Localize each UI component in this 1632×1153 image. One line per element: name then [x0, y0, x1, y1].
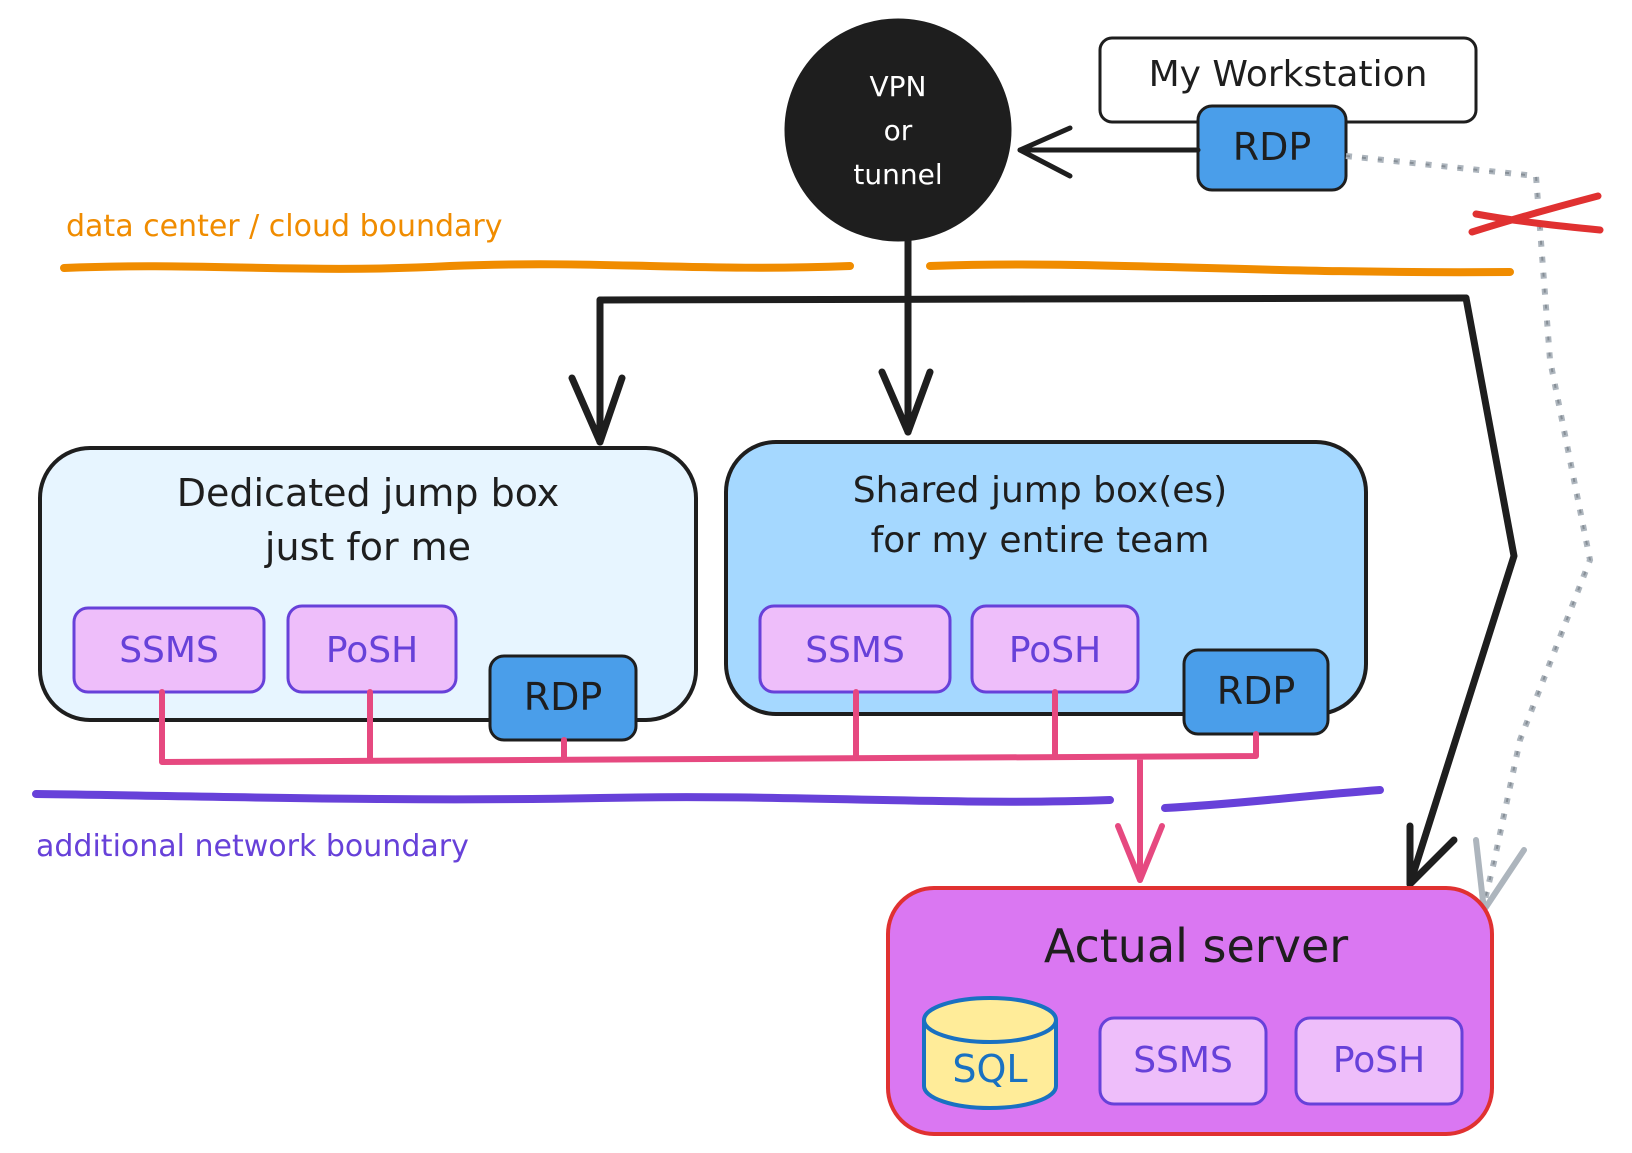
shared-rdp-label: RDP [1217, 669, 1296, 713]
tool-connection-arrowhead [1115, 823, 1165, 883]
vpn-to-dedicated-head [568, 374, 626, 446]
dedicated-title-line-1: Dedicated jump box [177, 471, 560, 515]
shared-title-line-1: Shared jump box(es) [853, 470, 1227, 511]
arrow-workstation-to-vpn-head [1017, 125, 1073, 179]
network-boundary-line [32, 786, 1384, 812]
blocked-path-arrowhead [1473, 837, 1527, 919]
vpn-to-server-line [1406, 294, 1518, 888]
server-posh-label: PoSH [1333, 1040, 1425, 1081]
server-ssms-box [1098, 1016, 1268, 1106]
dedicated-posh-label: PoSH [326, 630, 418, 671]
vpn-to-shared-head [878, 368, 934, 436]
shared-posh-label: PoSH [1009, 630, 1101, 671]
dedicated-rdp-label: RDP [524, 675, 603, 719]
shared-ssms-label: SSMS [805, 630, 905, 671]
data-center-boundary-label: data center / cloud boundary [66, 209, 503, 244]
shared-title-line-2: for my entire team [871, 520, 1210, 561]
dedicated-title-line-2: just for me [264, 525, 471, 569]
blocked-x-mark [1468, 192, 1604, 236]
blocked-direct-path-inner [1345, 155, 1592, 913]
vpn-branch-horizontal [596, 294, 1470, 304]
workstation-title: My Workstation [1149, 54, 1428, 95]
workstation-rdp-label: RDP [1233, 125, 1312, 169]
tool-connection-bus [159, 689, 1259, 883]
server-title: Actual server [1044, 919, 1348, 973]
server-ssms-label: SSMS [1133, 1040, 1233, 1081]
server-posh-box [1294, 1016, 1464, 1106]
dedicated-ssms-box [72, 606, 266, 694]
vpn-node [784, 18, 1012, 242]
vpn-label-line-2: or [884, 114, 913, 147]
vpn-to-server-head [1406, 822, 1458, 888]
vpn-label-line-3: tunnel [853, 158, 942, 191]
network-boundary-label: additional network boundary [36, 829, 469, 864]
vpn-label-line-1: VPN [870, 70, 927, 103]
sql-label: SQL [952, 1047, 1027, 1091]
data-center-boundary-line [60, 260, 1514, 277]
dedicated-ssms-label: SSMS [119, 630, 219, 671]
sql-database-icon [922, 996, 1058, 1110]
